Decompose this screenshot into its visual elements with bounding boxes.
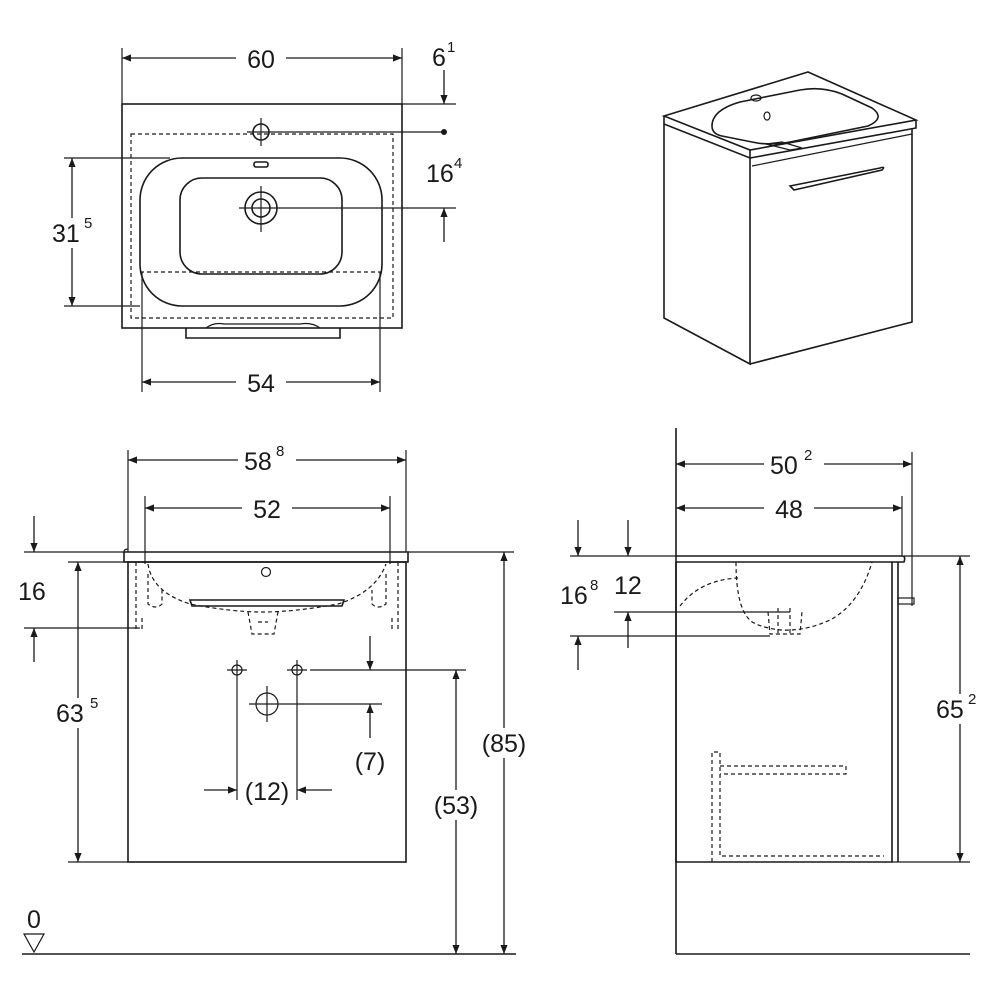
dim-front-height: 63 [56, 700, 84, 728]
dim-body-width: 52 [253, 496, 281, 524]
dim-drain-offset: (7) [355, 748, 386, 776]
dim-side-total-depth-sup: 2 [804, 447, 812, 464]
dim-front-height-sup: 5 [90, 695, 98, 712]
dim-top-depth-sup: 1 [447, 39, 455, 56]
dim-hole-offset-sup: 4 [454, 155, 462, 172]
dim-side-height: 65 [936, 696, 964, 724]
dim-basin-depth-sup: 5 [84, 215, 92, 232]
top-view: 60 6 1 16 4 31 5 54 [52, 39, 462, 398]
dim-side-basin-depth: 16 [560, 582, 588, 610]
iso-handle [788, 166, 885, 191]
dim-total-width: 58 [244, 448, 272, 476]
top-view-handle [185, 328, 341, 339]
floor-level-marker [22, 933, 46, 954]
dim-side-total-depth: 50 [770, 452, 798, 480]
dim-basin-depth: 31 [52, 220, 80, 248]
dim-top-thickness: 16 [18, 578, 46, 606]
dim-side-basin-depth-sup: 8 [590, 577, 598, 594]
dim-hole-offset: 16 [426, 160, 454, 188]
dim-total-width-sup: 8 [276, 443, 284, 460]
side-view: 50 2 48 16 8 12 65 2 [560, 428, 994, 955]
dim-hole-spacing: (12) [245, 778, 289, 806]
floor-level-label: 0 [27, 906, 41, 934]
top-view-basin-inner [179, 177, 343, 275]
top-view-outline [121, 103, 403, 329]
dim-top-depth: 6 [432, 44, 446, 72]
dim-floor-to-drain: (53) [434, 792, 478, 820]
dim-side-basin-inner: 12 [614, 572, 642, 600]
top-view-basin [139, 157, 383, 307]
top-view-cabinet-outline [130, 133, 394, 319]
dim-total-height: (85) [482, 730, 526, 758]
dim-side-body-depth: 48 [775, 496, 803, 524]
front-view: 58 8 52 16 63 5 (7) (12) [18, 443, 532, 955]
isometric-view [661, 71, 919, 366]
dim-basin-width: 54 [247, 370, 275, 398]
dim-top-width: 60 [247, 46, 275, 74]
dim-side-height-sup: 2 [968, 691, 976, 708]
